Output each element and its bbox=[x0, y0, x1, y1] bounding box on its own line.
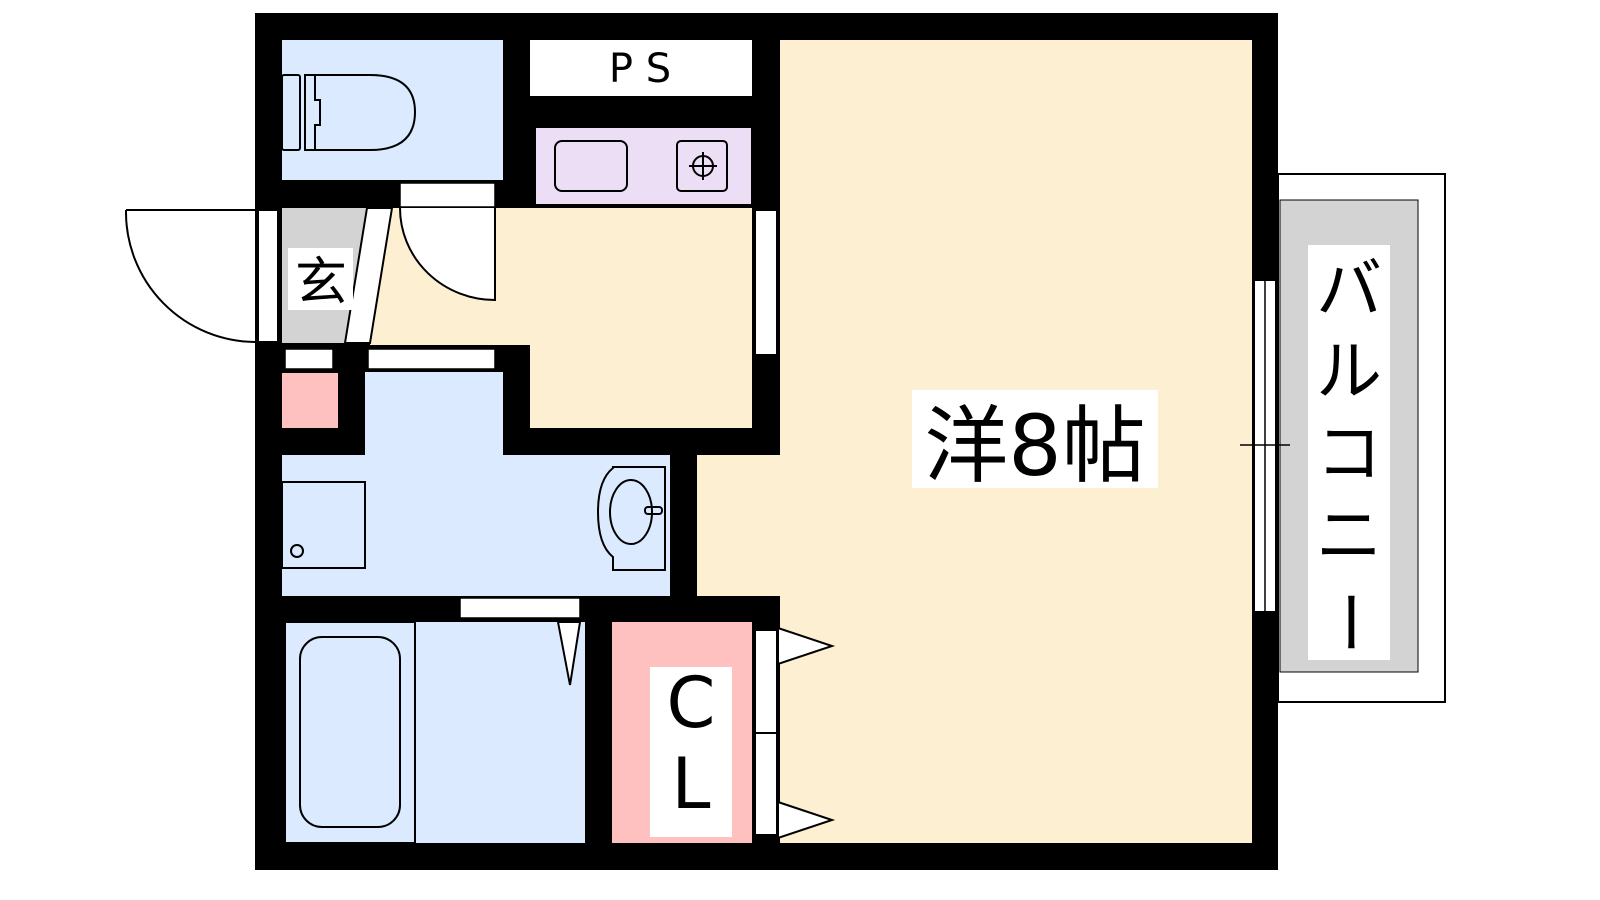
balcony-window[interactable] bbox=[1240, 279, 1290, 613]
faucet-icon bbox=[556, 621, 582, 686]
shoe-storage bbox=[282, 373, 338, 428]
washing-machine-icon bbox=[281, 481, 366, 569]
stove-icon bbox=[676, 140, 728, 192]
entrance-label: 玄 bbox=[295, 253, 347, 313]
closet-label-box bbox=[650, 667, 732, 837]
balcony-char: バ bbox=[1316, 251, 1382, 328]
washroom-door[interactable] bbox=[367, 348, 496, 370]
washroom bbox=[281, 372, 670, 596]
balcony-char: ー bbox=[1310, 589, 1387, 655]
entry-door[interactable] bbox=[124, 209, 279, 343]
closet-doors[interactable] bbox=[754, 626, 836, 840]
hallway-door[interactable] bbox=[399, 182, 496, 302]
entrance: 玄 bbox=[282, 207, 394, 344]
balcony-label-box bbox=[1308, 245, 1390, 660]
bathroom bbox=[284, 621, 585, 844]
sink-icon bbox=[554, 140, 628, 192]
wall-opening bbox=[284, 348, 334, 370]
toilet-room bbox=[281, 40, 503, 180]
main-room-label: 洋8帖 bbox=[924, 397, 1145, 495]
bathtub-icon bbox=[299, 636, 401, 828]
washbasin-icon bbox=[596, 466, 666, 571]
closet: C L bbox=[612, 622, 752, 843]
closet-label-l: L bbox=[672, 743, 711, 825]
kitchen-counter bbox=[534, 126, 753, 206]
ps-box bbox=[530, 40, 752, 96]
kitchen-window[interactable] bbox=[754, 209, 778, 356]
balcony-char: ニ bbox=[1316, 497, 1382, 574]
bathroom-door[interactable] bbox=[459, 597, 581, 619]
balcony-char: ル bbox=[1316, 333, 1382, 410]
balcony: バ ル コ ニ ー bbox=[1277, 173, 1446, 703]
main-room-label-box bbox=[912, 390, 1158, 488]
ps-label: P S bbox=[609, 46, 671, 92]
toilet-icon bbox=[281, 74, 417, 151]
balcony-char: コ bbox=[1316, 415, 1382, 492]
main-room: 洋8帖 bbox=[697, 40, 1252, 843]
entrance-label-box bbox=[288, 248, 353, 310]
closet-label-c: C bbox=[667, 662, 716, 744]
